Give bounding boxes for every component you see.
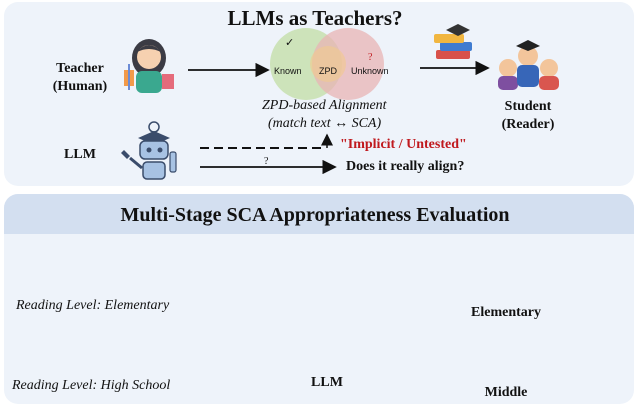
middle-label: Middle — [484, 385, 528, 400]
zpd-alignment-text: ZPD-based Alignment — [262, 98, 387, 113]
venn-unknown: Unknown — [351, 66, 389, 76]
top-title: LLMs as Teachers? — [227, 6, 403, 30]
question-mark-text: ? — [264, 156, 269, 167]
students-icon — [498, 40, 559, 90]
implicit-text: "Implicit / Untested" — [340, 137, 467, 152]
bottom-panel — [4, 194, 634, 404]
match-text: (match text ↔ SCA) — [268, 116, 382, 131]
teacher-icon — [124, 39, 174, 93]
robot-icon — [121, 121, 177, 180]
teacher-sub-text: (Human) — [52, 79, 108, 94]
books-icon — [434, 24, 472, 59]
teacher-label: Teacher (Human) — [40, 60, 120, 96]
student-label: Student (Reader) — [488, 98, 568, 134]
teacher-label-text: Teacher — [56, 61, 104, 76]
llm-bottom-label: LLM — [311, 375, 343, 390]
reading-high-school: Reading Level: High School — [12, 378, 171, 393]
venn-diagram — [270, 28, 384, 100]
student-sub-text: (Reader) — [501, 117, 555, 132]
student-label-text: Student — [504, 99, 552, 114]
venn-zpd: ZPD — [319, 66, 337, 76]
llm-top-label: LLM — [64, 147, 96, 162]
bottom-header — [4, 194, 634, 234]
elementary-label: Elementary — [471, 305, 541, 320]
venn-question: ? — [368, 52, 373, 63]
check-mark-text: ✓ — [285, 36, 295, 49]
venn-known: Known — [274, 66, 302, 76]
bottom-title: Multi-Stage SCA Appropriateness Evaluati… — [120, 204, 510, 226]
reading-elementary: Reading Level: Elementary — [16, 298, 170, 313]
does-align-text: Does it really align? — [346, 159, 465, 174]
